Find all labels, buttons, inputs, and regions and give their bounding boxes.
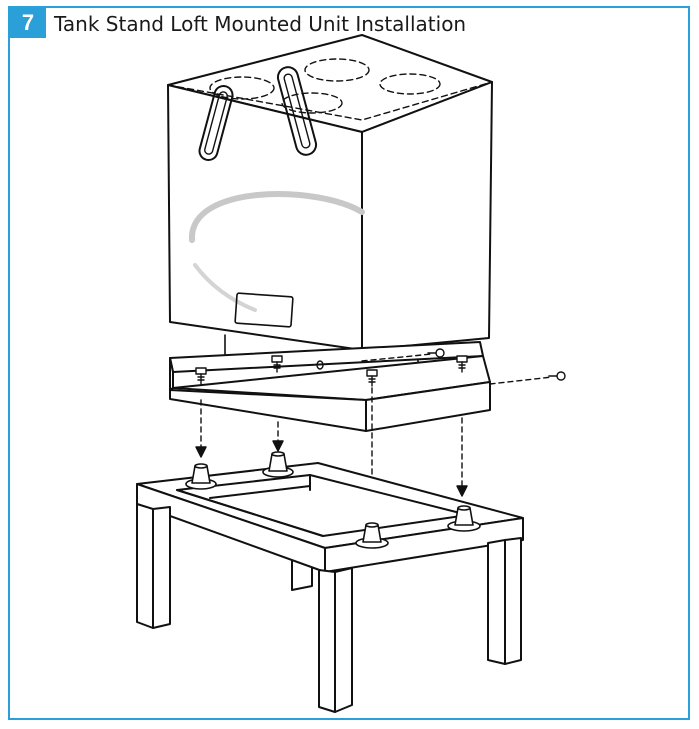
anti-vibration-feet <box>185 451 481 549</box>
tank-stand-illustration <box>136 462 524 713</box>
tray-bolts <box>195 355 468 387</box>
rating-label-plate <box>234 292 294 328</box>
step-number-badge: 7 <box>10 8 46 38</box>
handle-slot-right <box>276 66 318 156</box>
handle-slot-left <box>198 84 234 162</box>
fixing-screws <box>361 348 566 385</box>
mounting-tray-illustration <box>169 341 491 432</box>
step-title: Tank Stand Loft Mounted Unit Installatio… <box>54 12 467 36</box>
ventilation-unit-illustration <box>167 34 493 351</box>
brand-swoosh <box>188 191 365 243</box>
